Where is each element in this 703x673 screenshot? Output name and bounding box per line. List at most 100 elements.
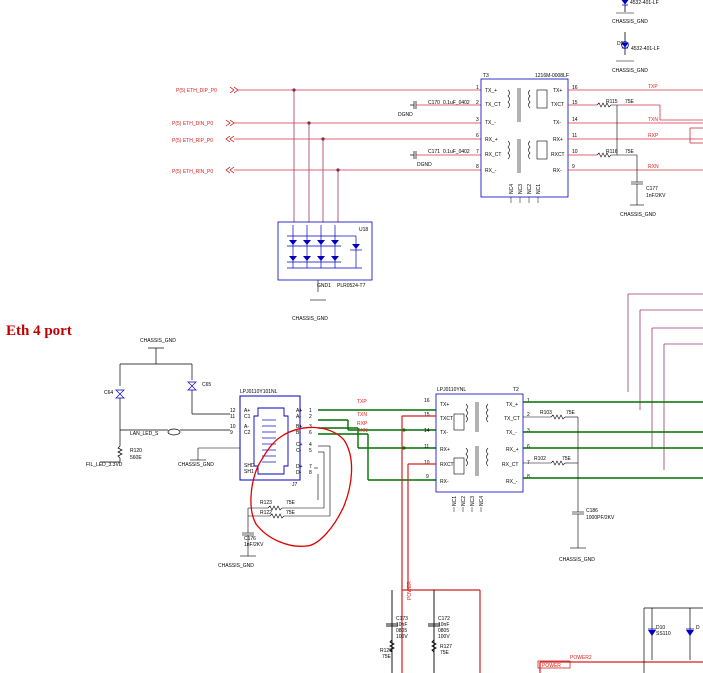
chassis-gnd-label-mid: CHASSIS_GND (178, 462, 214, 468)
t3-num-r3: 14 (572, 117, 578, 123)
transformer-t3 (480, 78, 569, 198)
rj45-pin-l5: SHD (244, 463, 255, 469)
rj45-num-l2: 11 (230, 414, 235, 420)
t3-num-l5: 7 (476, 149, 479, 155)
t2-pin-l5: RXCT (440, 462, 454, 468)
r127-ref: R127 (440, 644, 452, 650)
c172-val-1: 10nF (438, 622, 449, 628)
t3-pin-r2: TXCT (551, 102, 564, 108)
rj45-num-l1: 12 (230, 408, 236, 414)
net-lan-led: LAN_LED_S (130, 431, 159, 437)
t3-ref: T3 (483, 73, 489, 79)
power-port (537, 660, 571, 669)
t2-nc-4: NC4 (479, 496, 485, 506)
c170-value: 0.1uF_0402 (443, 100, 470, 106)
net-power2: POWER2 (570, 655, 592, 661)
r120-ref: R120 (130, 448, 142, 454)
rj45-num-r4: 6 (309, 430, 312, 436)
t2-nc-2: NC2 (461, 496, 467, 506)
t2-num-l6: 9 (426, 474, 429, 480)
rj45-num-r5: 4 (309, 442, 312, 448)
net-fil-led: FIL_LED_3.3VD (86, 462, 123, 468)
diode-d9-value: 4532-401-LF (631, 46, 660, 52)
c172-val-3: 100V (438, 634, 450, 640)
capacitor-c171 (410, 151, 481, 159)
transformer-t2 (435, 393, 524, 493)
u18-ref: U18 (359, 227, 368, 233)
rj45-pin-r8: D- (296, 470, 302, 476)
net-rxp-top: RXP (648, 133, 659, 139)
chassis-gnd-label-2: CHASSIS_GND (612, 68, 648, 74)
rj45-num-r1: 1 (309, 408, 312, 414)
t3-pin-r5: RXCT (551, 152, 565, 158)
annotation-circle (250, 426, 353, 547)
c176-ref: C176 (244, 536, 256, 542)
diode-d9 (621, 32, 629, 55)
tvs-array-u18 (277, 221, 373, 301)
r126-value: 75E (382, 654, 392, 660)
t3-pin-l5: RX_CT (485, 152, 501, 158)
t3-num-r4: 11 (572, 133, 577, 139)
t2-num-l2: 15 (424, 412, 430, 418)
c173-val-2: 0805 (396, 628, 407, 634)
rj45-pin-r2: A- (296, 414, 301, 420)
r123-value: 75E (286, 500, 296, 506)
r115-ref: R115 (606, 99, 618, 105)
chassis-gnd-label-1: CHASSIS_GND (612, 19, 648, 25)
t3-num-l6: 8 (476, 164, 479, 170)
t2-pin-l1: TX+ (440, 402, 449, 408)
rj45-pin-r3: B+ (296, 424, 302, 430)
r116-value: 75E (625, 149, 635, 155)
net-txn-top: TXN (648, 117, 658, 123)
c186-ref: C186 (586, 508, 598, 514)
rj45-num-r7: 7 (309, 464, 312, 470)
c177-ref: C177 (646, 186, 658, 192)
c65-ref: C65 (202, 382, 211, 388)
net-txp-bottom: TXP (357, 399, 367, 405)
chassis-gnd-label-left: CHASSIS_GND (140, 338, 176, 344)
chassis-gnd-label-right: CHASSIS_GND (559, 557, 595, 563)
diode-top (621, 0, 629, 12)
rj45-pin-r1: A+ (296, 408, 302, 414)
c171-ref: C171 (428, 149, 440, 155)
t3-pin-l1: TX_+ (485, 88, 497, 94)
r103-ref: R103 (540, 410, 552, 416)
rj45-pin-l2: C1 (244, 414, 251, 420)
t3-num-l3: 3 (476, 117, 479, 123)
net-eth-rip: P(5) ETH_RIP_P0 (172, 138, 213, 144)
t2-pin-r3: TX_- (506, 430, 517, 436)
t3-pin-l6: RX_- (485, 168, 497, 174)
r115-value: 75E (625, 99, 635, 105)
rj45-pin-r6: C- (296, 448, 302, 454)
c186-value: 1000PF/2KV (586, 515, 615, 521)
c172-val-2: 0805 (438, 628, 449, 634)
t3-nc-2: NC3 (518, 184, 524, 194)
t2-pin-l3: TX- (440, 430, 448, 436)
t3-nc-4: NC1 (536, 184, 542, 194)
t2-ref: T2 (513, 387, 519, 393)
chassis-gnd-label-bottom: CHASSIS_GND (218, 563, 254, 569)
dgnd-label-2: DGND (417, 162, 432, 168)
rj45-num-l4: 9 (230, 430, 233, 436)
u18-gnd: GND1 (317, 283, 331, 289)
c177-value: 1nF/2KV (646, 193, 666, 199)
t3-pin-l2: TX_CT (485, 102, 501, 108)
t2-pin-l4: RX+ (440, 447, 450, 453)
t3-nc-3: NC2 (527, 184, 533, 194)
net-rxn-top: RXN (648, 164, 659, 170)
t3-pin-r4: RX+ (553, 137, 563, 143)
section-title: Eth 4 port (6, 323, 72, 339)
d11-ref: D (696, 625, 700, 631)
t2-num-l1: 16 (424, 398, 430, 404)
c173-ref: C173 (396, 616, 408, 622)
t2-num-r2: 2 (527, 412, 530, 418)
rj45-part: LPJ0110Y101NL (240, 389, 278, 395)
t2-pin-l2: TXCT (440, 416, 453, 422)
r127-value: 75E (440, 650, 450, 656)
t2-nc-1: NC1 (452, 496, 458, 506)
net-eth-din: P(5) ETH_DIN_P0 (172, 121, 213, 127)
t3-pin-l4: RX_+ (485, 137, 498, 143)
rj45-pin-l6: SH1 (244, 469, 254, 475)
t2-num-r6: 8 (527, 474, 530, 480)
